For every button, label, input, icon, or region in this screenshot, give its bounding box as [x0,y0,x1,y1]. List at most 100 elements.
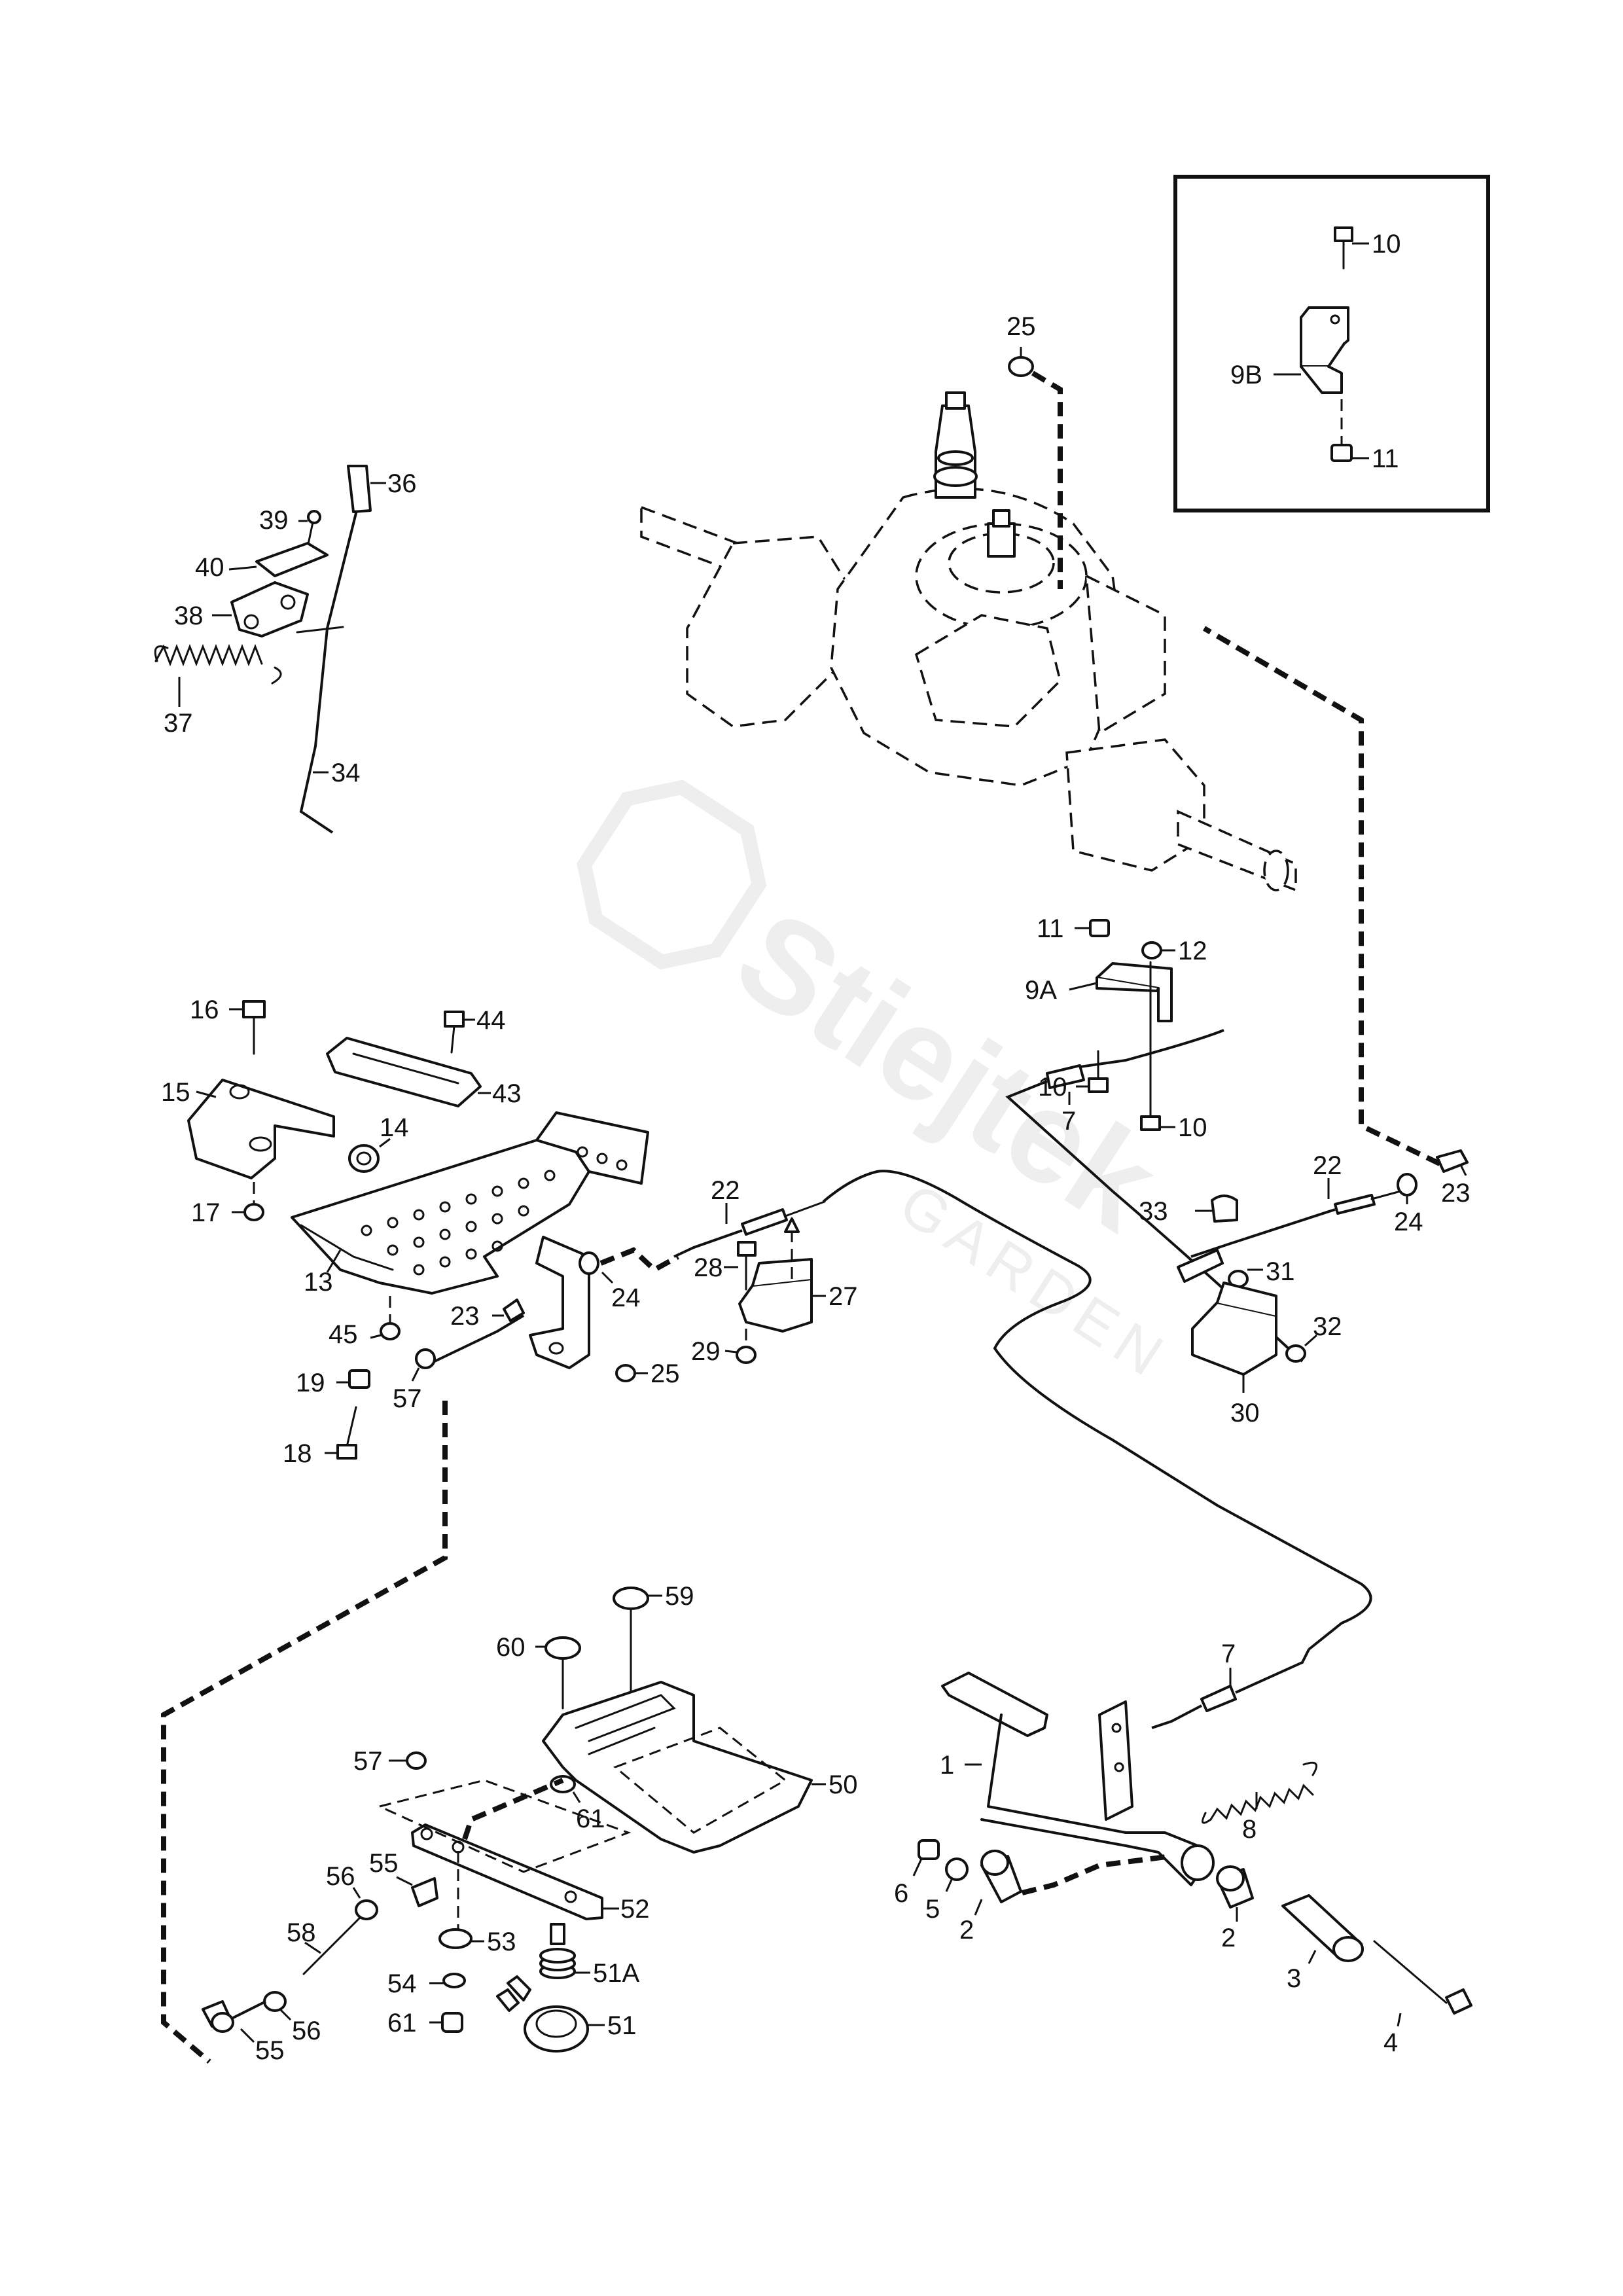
part-nut-56a [352,1887,378,1920]
label-23b: 23 [450,1302,480,1331]
label-24a: 24 [1394,1208,1423,1236]
label-55a: 55 [369,1849,399,1878]
part-bolt-59 [613,1587,662,1694]
label-11: 11 [1037,914,1064,943]
part-nut-25-top [1008,347,1063,589]
footplate-holes [361,1146,628,1276]
part-bolt-60 [535,1636,581,1710]
part-bolt-16 [229,1000,266,1055]
label-50: 50 [829,1770,858,1799]
part-bracket-pedal-arm [529,1236,590,1369]
part-nut-12 [1141,941,1175,960]
part-knob-36 [347,465,386,513]
part-nut-29 [724,1329,757,1364]
label-57b: 57 [353,1747,383,1776]
part-screw-39 [298,510,321,548]
part-pedal-1 [941,1672,1215,1886]
part-washer-5 [945,1857,969,1892]
label-36: 36 [387,469,417,498]
part-washer-53 [438,1851,484,1949]
label-inset-9B: 9B [1230,361,1262,389]
part-spring-37 [154,643,282,707]
transaxle-ghost [640,391,1297,892]
part-bolt-4 [1373,1940,1472,2027]
label-37: 37 [164,709,193,738]
label-43: 43 [492,1079,522,1108]
label-4: 4 [1383,2028,1398,2057]
label-25-top: 25 [1007,312,1036,341]
label-7a: 7 [1061,1107,1076,1136]
part-bracket-30 [1191,1282,1277,1393]
label-5: 5 [925,1895,940,1924]
part-washer-54 [429,1973,466,1988]
label-32: 32 [1313,1312,1342,1341]
part-nut-11 [1075,919,1110,937]
inset-detail-box: 10 9B 11 [1173,175,1490,512]
label-12: 12 [1178,937,1207,965]
label-1: 1 [940,1751,954,1780]
part-bushing-2b [1216,1865,1254,1922]
label-61a: 61 [576,1804,605,1833]
part-bushing-14 [348,1138,391,1173]
label-10a: 10 [1038,1073,1067,1102]
part-bracket-38 [212,581,309,637]
part-footplate-13 [291,1111,649,1295]
label-16: 16 [190,996,219,1024]
part-bolt-18 [325,1406,357,1460]
label-56b: 56 [292,2017,321,2045]
part-bracket-15 [187,1079,335,1179]
label-23a: 23 [1441,1179,1471,1208]
label-9A: 9A [1025,976,1057,1005]
part-clip-33 [1195,1194,1238,1223]
part-link-52 [376,1778,632,1920]
part-nut-17 [232,1182,264,1221]
label-57a: 57 [393,1384,422,1413]
label-2b: 2 [1221,1924,1236,1952]
label-7b: 7 [1221,1640,1236,1668]
label-8: 8 [1242,1815,1257,1844]
label-24b: 24 [611,1283,641,1312]
label-45: 45 [329,1320,358,1349]
part-spring-8 [1202,1761,1318,1824]
part-cable-22a [1190,1178,1402,1258]
part-nut-45 [370,1296,401,1340]
part-nut-6 [912,1839,940,1876]
label-40: 40 [195,553,224,582]
part-spring-51A [539,1923,590,1979]
part-bolt-44 [444,1011,475,1054]
label-51: 51 [607,2011,637,2040]
label-33: 33 [1139,1197,1168,1226]
part-nut-25b [615,1364,648,1382]
inset-nut-11 [1330,399,1353,462]
label-54: 54 [387,1969,417,1998]
label-61b: 61 [387,2009,417,2037]
part-cable-22b [673,1170,1372,1651]
part-washer-24b [579,1247,679,1284]
label-39: 39 [259,506,289,535]
label-38: 38 [174,601,204,630]
part-pulley-51 [496,1975,605,2053]
part-washer-56b [263,1991,292,2021]
part-nut-32 [1285,1334,1317,1363]
label-55b: 55 [255,2036,285,2065]
inset-bolt-10 [1334,226,1353,270]
part-pad-43 [326,1037,491,1107]
label-56a: 56 [326,1862,355,1891]
part-rod-34 [296,510,358,834]
label-6: 6 [894,1879,908,1908]
inset-bracket-9B [1300,306,1349,394]
part-washer-24a [1397,1173,1418,1204]
part-nut-19 [336,1369,370,1389]
label-10b: 10 [1178,1113,1207,1142]
part-sleeve-3 [1281,1894,1364,1964]
label-15: 15 [161,1078,190,1107]
label-inset-11: 11 [1372,444,1399,473]
label-28: 28 [694,1253,723,1282]
label-2a: 2 [959,1916,974,1945]
part-end-23a [1202,626,1469,1176]
part-nut-57b [389,1751,427,1770]
label-52: 52 [620,1895,650,1924]
part-bolt-28 [724,1241,757,1291]
part-washer-57a [411,1314,525,1382]
